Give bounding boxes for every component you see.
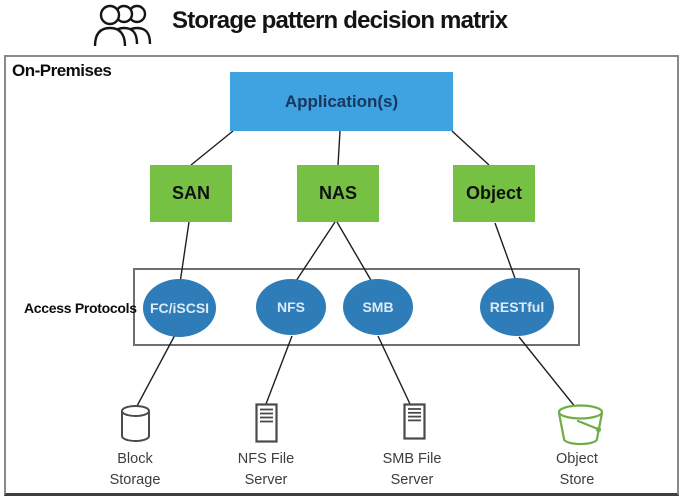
bucket-icon bbox=[557, 404, 604, 446]
object-label: Object bbox=[465, 183, 522, 203]
restful-label: RESTful bbox=[489, 299, 545, 315]
protocol-nfs: NFS bbox=[256, 279, 326, 335]
san-label: SAN bbox=[171, 183, 210, 203]
storage-type-nas: NAS bbox=[297, 165, 379, 222]
nfs-protocol-label: NFS bbox=[277, 299, 305, 315]
storage-type-object: Object bbox=[453, 165, 535, 222]
server-icon bbox=[403, 403, 426, 440]
protocol-restful: RESTful bbox=[480, 278, 554, 336]
region-label: On-Premises bbox=[12, 61, 112, 80]
protocol-smb: SMB bbox=[343, 279, 413, 335]
nas-label: NAS bbox=[318, 183, 357, 203]
protocol-fc-iscsi: FC/iSCSI bbox=[143, 279, 216, 337]
smb-protocol-label: SMB bbox=[362, 299, 394, 315]
page-title: Storage pattern decision matrix bbox=[172, 7, 508, 34]
cylinder-icon bbox=[121, 405, 150, 442]
storage-type-san: SAN bbox=[150, 165, 232, 222]
application-node: Application(s) bbox=[230, 72, 453, 131]
server-icon bbox=[255, 403, 278, 443]
application-label: Application(s) bbox=[284, 91, 399, 111]
fc-iscsi-label: FC/iSCSI bbox=[149, 300, 210, 316]
access-protocols-label: Access Protocols bbox=[24, 300, 137, 316]
people-group-icon bbox=[93, 4, 152, 47]
